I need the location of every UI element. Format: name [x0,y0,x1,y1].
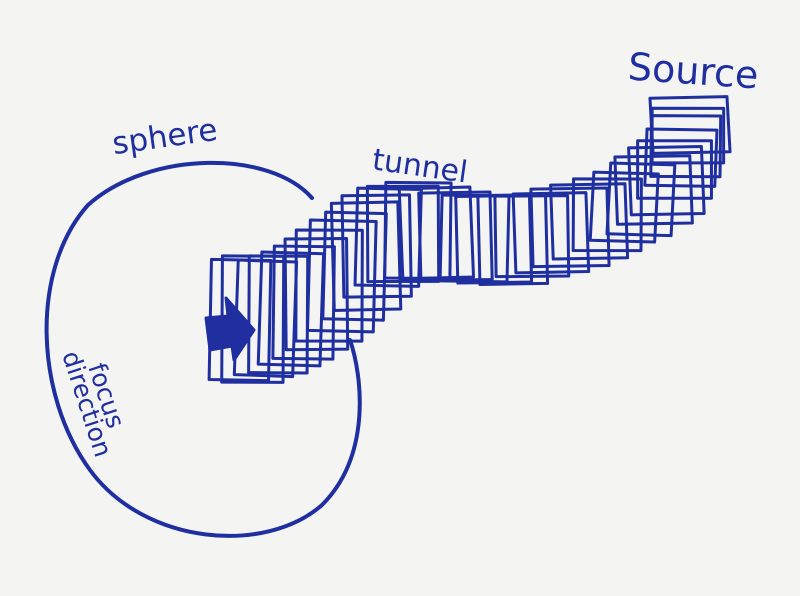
tunnel-section [511,191,591,275]
tunnel-section [643,127,719,188]
tunnel-section [365,184,441,284]
tunnel-section [397,185,476,281]
focus-direction-arrow [204,296,256,362]
tunnel-section [271,244,336,361]
tunnel-section [549,182,630,261]
tunnel-section [648,95,732,155]
tunnel-section [283,236,350,352]
tunnel-section [529,186,611,269]
tunnel-section [438,193,511,284]
tunnel-section [353,186,423,288]
tunnel-section [613,154,694,226]
tunnel-section [256,250,326,368]
tunnel-group [207,95,732,384]
tunnel-section [627,144,706,217]
sphere-outline [44,160,362,538]
tunnel-section [340,193,413,299]
source-label: Source [626,44,760,98]
tunnel-section [588,170,660,244]
tunnel-section [571,177,643,253]
